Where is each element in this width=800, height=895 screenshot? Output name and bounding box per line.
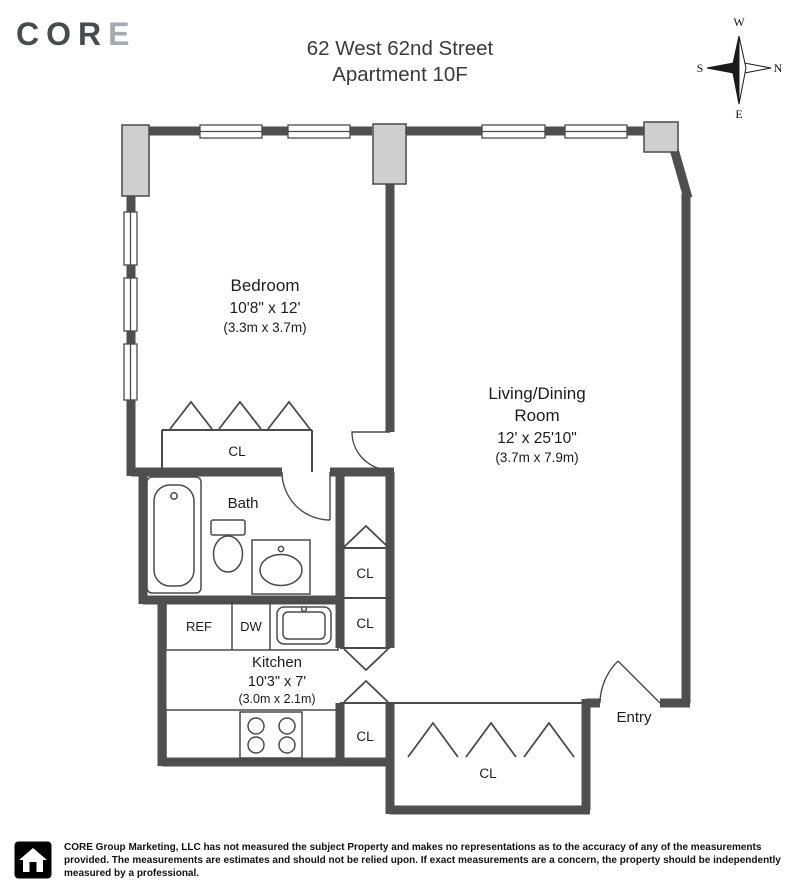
kitchen-sink-icon bbox=[276, 605, 332, 645]
kitchen-closet-label: CL bbox=[356, 729, 374, 744]
bedroom-metric-label: (3.3m x 3.7m) bbox=[223, 320, 306, 335]
windows bbox=[123, 124, 628, 401]
apartment-line: Apartment 10F bbox=[332, 63, 468, 86]
wall-piers bbox=[121, 121, 679, 197]
dishwasher-label: DW bbox=[240, 619, 262, 634]
toilet-icon bbox=[210, 519, 246, 573]
pier-divider bbox=[372, 123, 407, 185]
kitchen-closet-bifold-icon bbox=[343, 679, 389, 703]
bedroom-closet-box bbox=[161, 429, 313, 472]
kitchen-fixtures bbox=[165, 601, 339, 761]
bedroom-closet-bifold-icon bbox=[169, 400, 311, 430]
south-east-walls bbox=[157, 600, 591, 815]
hall-closet-upper-label: CL bbox=[356, 566, 374, 581]
kitchen-name-label: Kitchen bbox=[252, 654, 302, 671]
hall-closet-lower-bifold-icon bbox=[343, 648, 389, 672]
logo-main-text: COR bbox=[16, 16, 109, 52]
house-icon bbox=[14, 841, 52, 879]
compass-vertical-needle bbox=[731, 35, 747, 105]
living-name-label-2: Room bbox=[514, 406, 559, 425]
closet-partitions bbox=[161, 429, 586, 704]
bedroom-closet-label: CL bbox=[228, 444, 246, 459]
footer: CORE Group Marketing, LLC has not measur… bbox=[14, 841, 799, 880]
bathtub-icon bbox=[146, 476, 202, 594]
entry-door-icon bbox=[599, 660, 661, 704]
page-title: 62 West 62nd Street Apartment 10F bbox=[0, 36, 800, 88]
pier-top-left bbox=[121, 124, 150, 197]
compass-south-label: S bbox=[697, 61, 704, 75]
pier-top-right bbox=[643, 121, 679, 153]
stove-icon bbox=[165, 709, 339, 761]
disclaimer-line-3: measured by a professional. bbox=[64, 868, 200, 879]
bathroom-sink-icon bbox=[251, 539, 311, 595]
core-logo: CORE bbox=[16, 16, 136, 53]
compass-east-label: E bbox=[735, 107, 742, 120]
hall-closet-upper-bifold-icon bbox=[343, 524, 389, 548]
west-lower-walls bbox=[131, 467, 148, 604]
living-name-label-1: Living/Dining bbox=[488, 384, 585, 403]
address-line: 62 West 62nd Street bbox=[306, 37, 494, 60]
bedroom-name-label: Bedroom bbox=[231, 276, 300, 295]
entry-label: Entry bbox=[616, 709, 652, 726]
bathroom-fixtures bbox=[146, 476, 311, 595]
kitchen-metric-label: (3.0m x 2.1m) bbox=[238, 692, 315, 706]
closet-door-symbols bbox=[169, 400, 575, 758]
hall-closets-lines bbox=[340, 547, 390, 649]
disclaimer-line-2: provided. The measurements are estimates… bbox=[64, 855, 781, 866]
exterior-walls bbox=[126, 126, 693, 815]
compass-north-label: N bbox=[774, 61, 783, 75]
kitchen-dims-label: 10'3" x 7' bbox=[248, 674, 306, 690]
kitchen-upper-counter bbox=[165, 601, 339, 651]
window-center-lines bbox=[129, 130, 627, 400]
refrigerator-label: REF bbox=[186, 619, 212, 634]
bedroom-door-icon bbox=[351, 431, 391, 471]
entry-closet-label: CL bbox=[479, 766, 497, 781]
disclaimer-text: CORE Group Marketing, LLC has not measur… bbox=[64, 841, 799, 880]
bath-label: Bath bbox=[228, 495, 259, 512]
compass-rose-icon: W N S E bbox=[697, 15, 783, 120]
door-swings bbox=[281, 431, 661, 704]
entry-closet-bifold-icon bbox=[407, 721, 575, 758]
living-dims-label: 12' x 25'10" bbox=[497, 430, 577, 447]
room-labels: Bedroom 10'8" x 12' (3.3m x 3.7m) Living… bbox=[186, 276, 652, 781]
hall-closet-lower-label: CL bbox=[356, 616, 374, 631]
logo-accent-text: E bbox=[108, 16, 137, 52]
bath-door-icon bbox=[281, 471, 331, 521]
disclaimer-line-1: CORE Group Marketing, LLC has not measur… bbox=[64, 842, 762, 853]
bedroom-dims-label: 10'8" x 12' bbox=[230, 300, 301, 317]
interior-walls bbox=[131, 127, 395, 762]
compass-west-label: W bbox=[733, 15, 745, 29]
living-metric-label: (3.7m x 7.9m) bbox=[495, 450, 578, 465]
